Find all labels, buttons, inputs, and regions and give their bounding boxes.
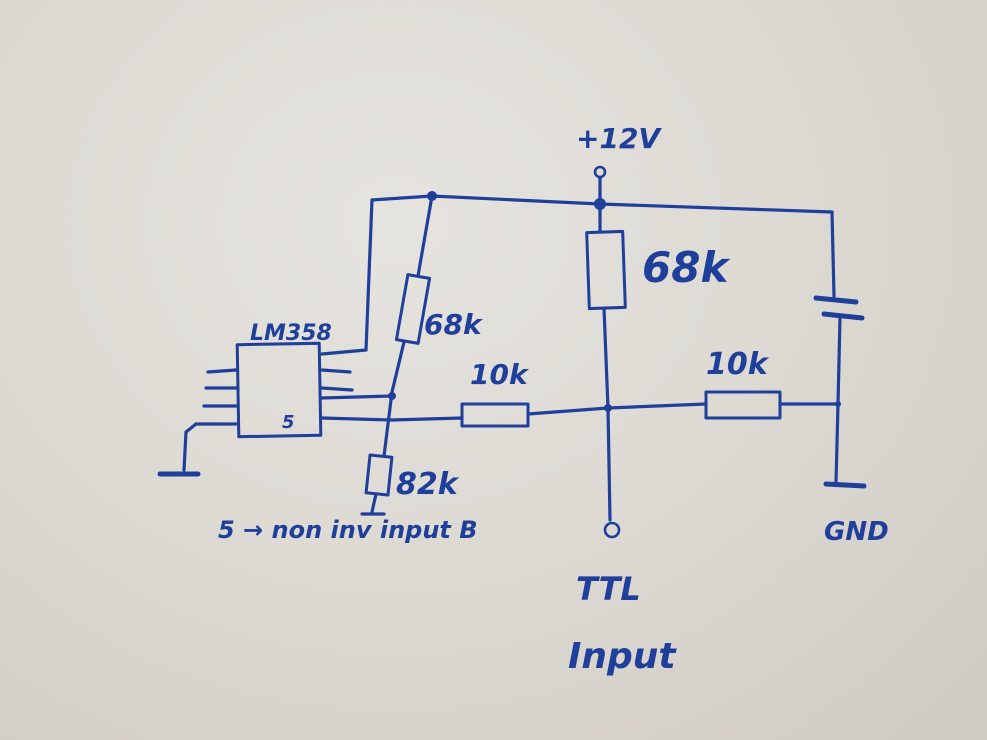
ic-pin-l1 (206, 368, 238, 374)
junction-dot-right (835, 401, 841, 407)
r68k-left-label: 68k (424, 308, 484, 341)
battery-plate-short (821, 311, 865, 321)
ic-pin-r1 (320, 368, 352, 374)
resistor-68k-left (394, 273, 432, 345)
mid-wire-center (526, 402, 708, 416)
ic-pin-r3 (320, 394, 394, 400)
lm358-chip (235, 341, 323, 439)
pin-note: 5 → non inv input B (218, 516, 478, 544)
supply-terminal (593, 165, 607, 179)
ic-label: LM358 (250, 321, 332, 346)
ic-pin-label: 5 (282, 412, 295, 433)
ic-pin-r2 (320, 386, 354, 392)
supply-label: +12V (576, 122, 662, 155)
resistor-10k-right (704, 390, 782, 420)
resistor-10k-left (460, 402, 530, 428)
r82k-bottom-lead (370, 492, 378, 514)
junction-dot-supply (594, 198, 606, 210)
gnd-bar (823, 481, 867, 489)
ttl-label: TTL (576, 570, 641, 608)
r68k-right-label: 68k (642, 243, 731, 292)
r10k-left-label: 10k (470, 358, 530, 391)
mid-wire-left (320, 416, 464, 422)
gnd-label: GND (824, 517, 889, 547)
battery-bottom-wire (834, 316, 842, 484)
r82k-label: 82k (396, 467, 460, 502)
junction-dot-rail (427, 191, 437, 201)
resistor-68k-right (585, 229, 627, 311)
r68k-left-top-lead (416, 194, 434, 278)
top-rail-wire (370, 194, 834, 214)
ttl-terminal (603, 521, 621, 539)
r10k-right-label: 10k (706, 347, 770, 382)
battery-top-wire (830, 210, 836, 298)
ic-supply-wire (320, 198, 374, 356)
input-label: Input (568, 636, 677, 677)
resistor-82k (364, 453, 394, 497)
junction-dot-left (388, 392, 396, 400)
battery-plate-long (813, 295, 859, 305)
ic-gnd-wire (182, 422, 198, 472)
junction-dot-center (604, 404, 612, 412)
r68k-right-bottom-lead (602, 306, 612, 522)
